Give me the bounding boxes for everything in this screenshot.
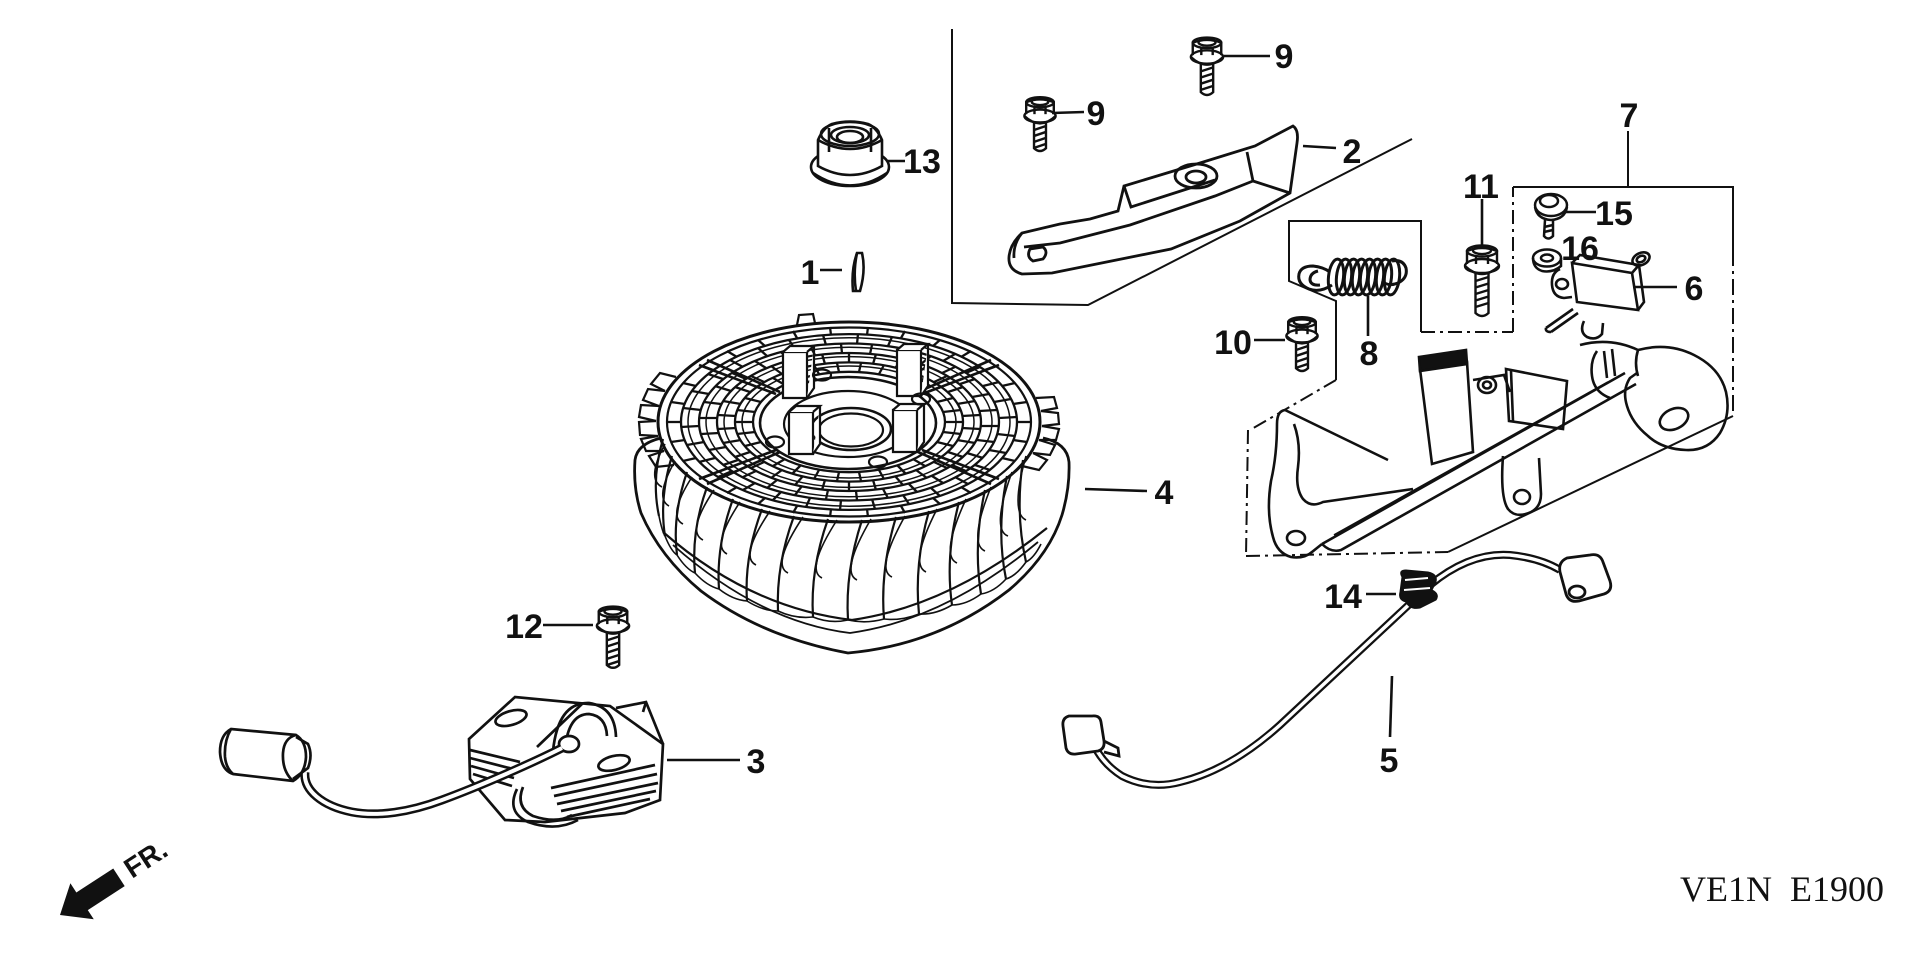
svg-text:1: 1 bbox=[801, 254, 820, 292]
svg-text:11: 11 bbox=[1463, 168, 1499, 206]
svg-text:7: 7 bbox=[1620, 97, 1639, 135]
svg-text:2: 2 bbox=[1343, 133, 1362, 171]
svg-text:9: 9 bbox=[1275, 38, 1294, 76]
svg-text:5: 5 bbox=[1380, 742, 1399, 780]
svg-text:13: 13 bbox=[903, 143, 941, 181]
svg-text:16: 16 bbox=[1561, 230, 1599, 268]
svg-text:VE1N E1900: VE1N E1900 bbox=[1680, 869, 1884, 909]
svg-text:15: 15 bbox=[1595, 195, 1633, 233]
svg-text:9: 9 bbox=[1087, 95, 1106, 133]
svg-text:14: 14 bbox=[1324, 578, 1362, 616]
svg-text:8: 8 bbox=[1360, 335, 1379, 373]
svg-text:10: 10 bbox=[1214, 324, 1252, 362]
svg-text:4: 4 bbox=[1155, 474, 1174, 512]
svg-text:12: 12 bbox=[505, 608, 543, 646]
svg-text:3: 3 bbox=[747, 743, 766, 781]
svg-text:6: 6 bbox=[1685, 270, 1704, 308]
